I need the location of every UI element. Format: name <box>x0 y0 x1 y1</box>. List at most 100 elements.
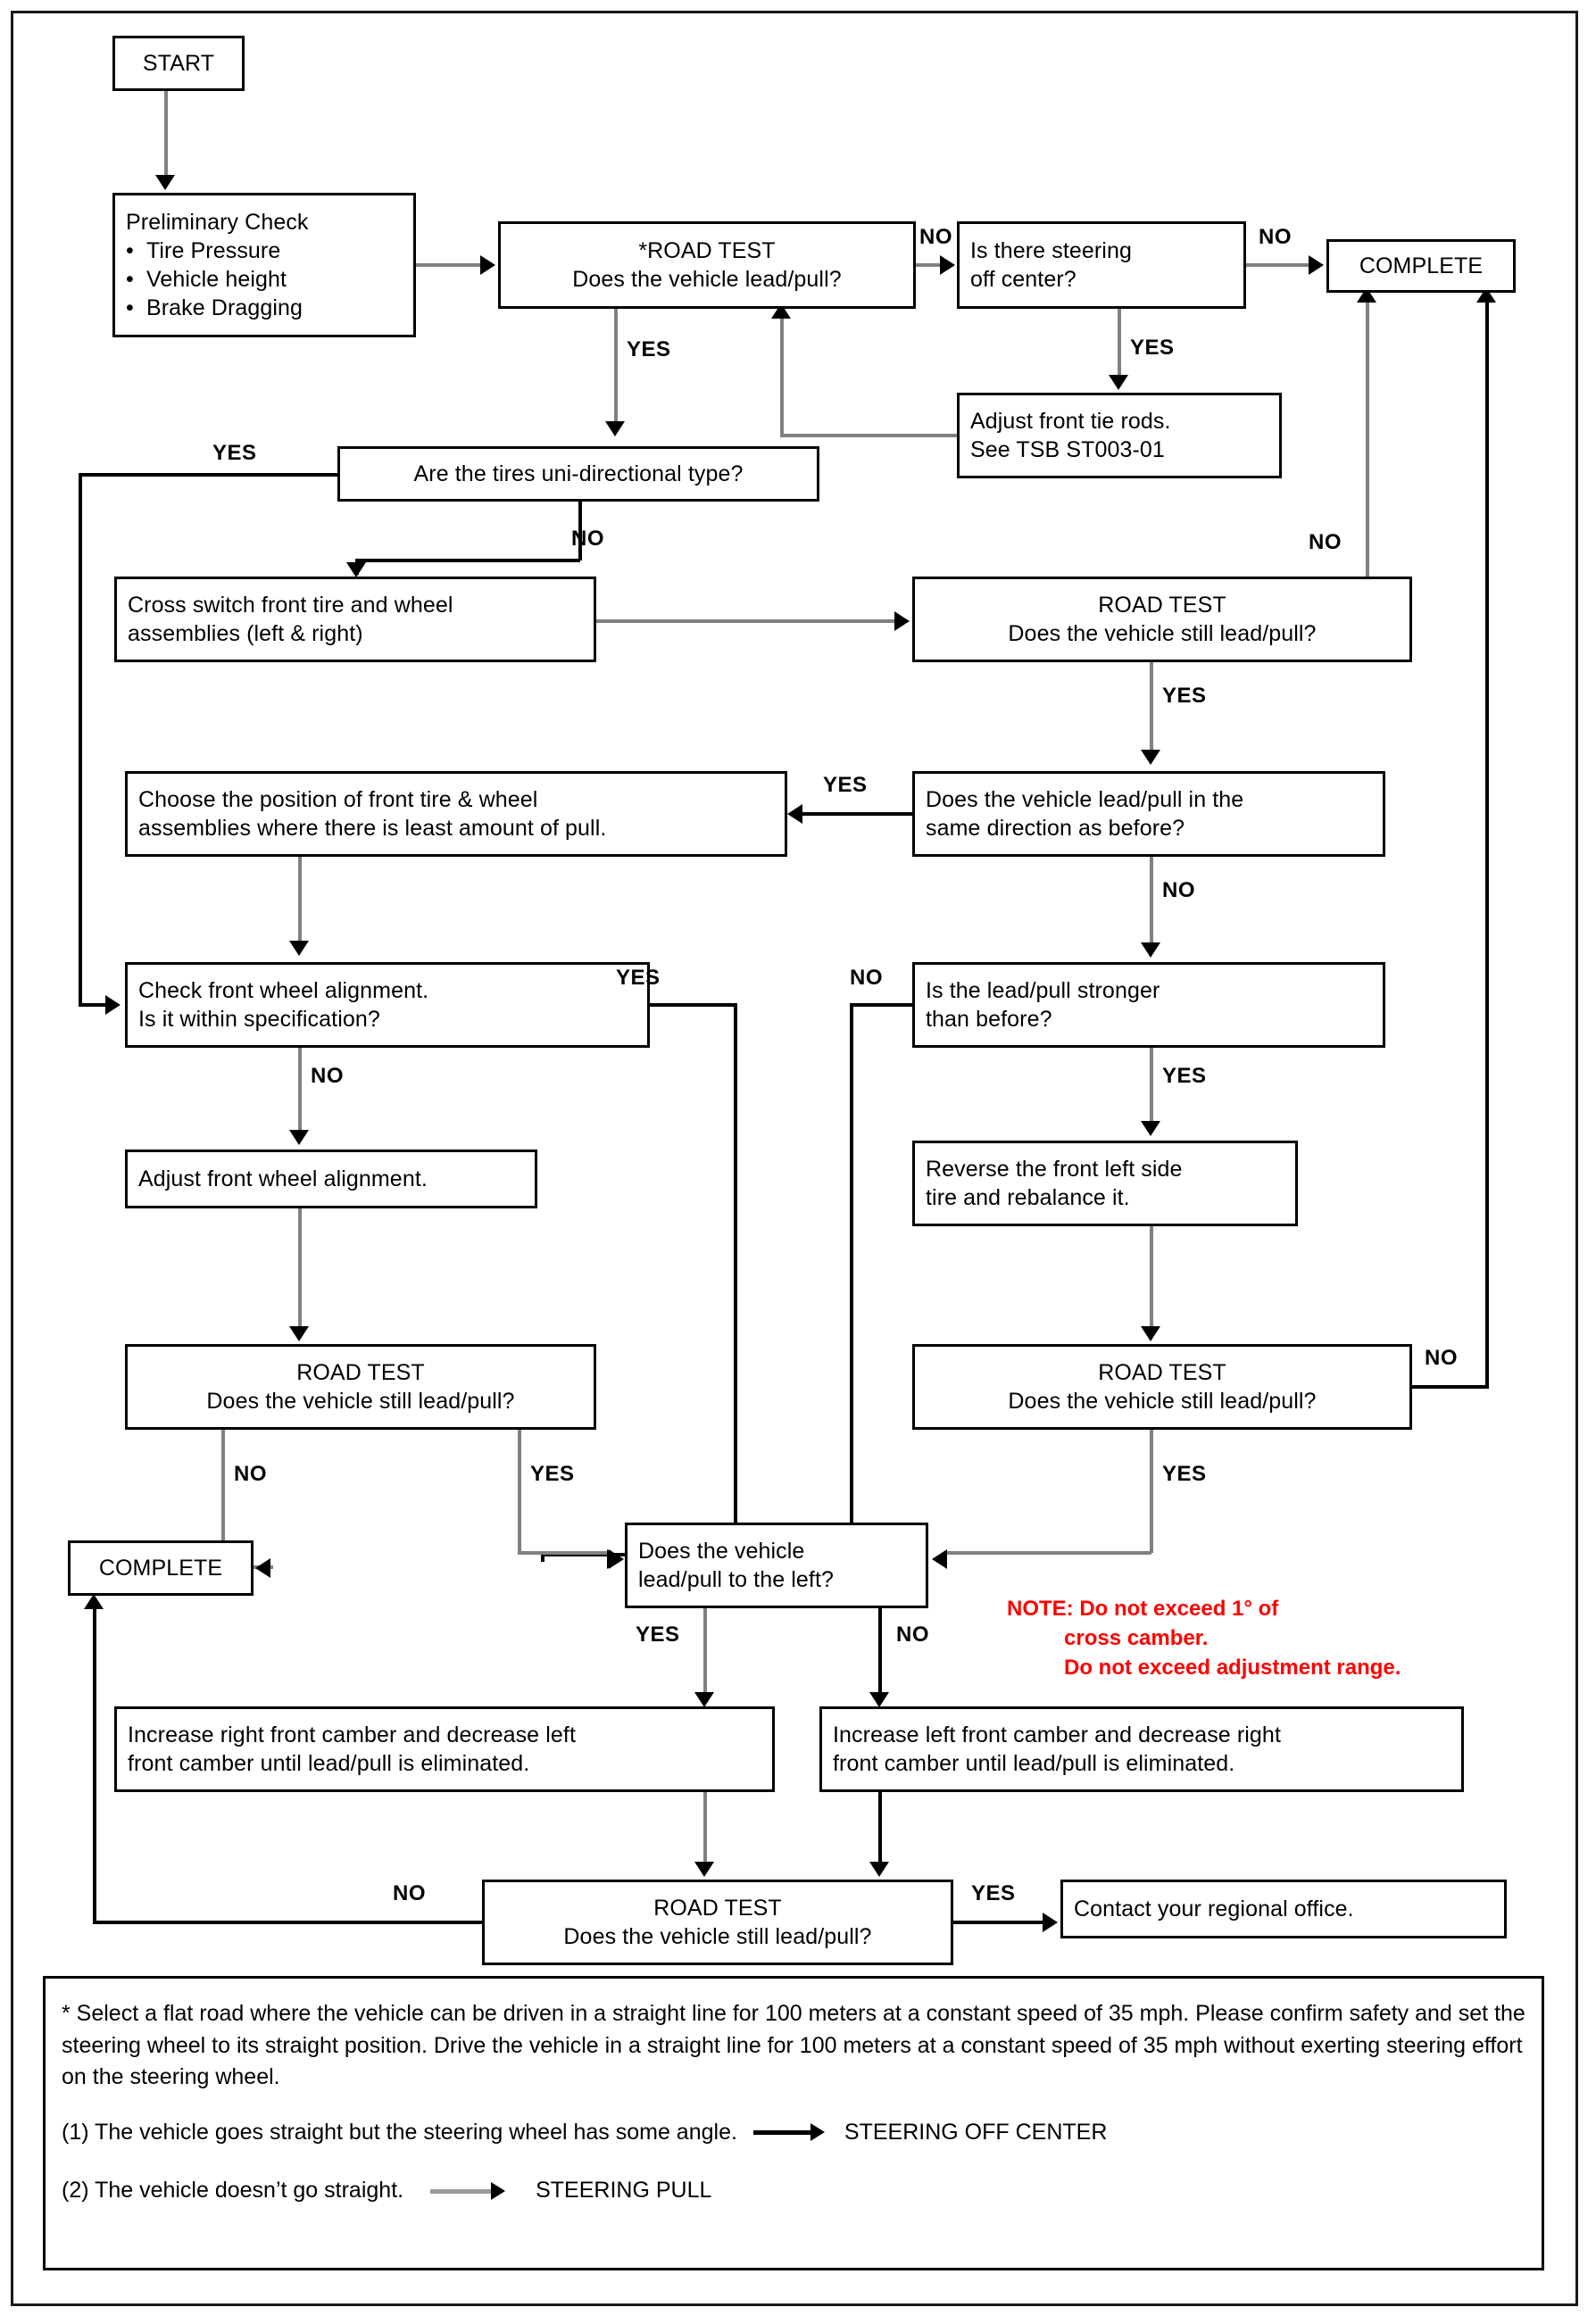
road-test-4-line-1: ROAD TEST <box>1098 1360 1226 1385</box>
arrow-roadtest2-yes <box>1141 750 1160 765</box>
stronger-line-2: than before? <box>926 1007 1052 1032</box>
node-stronger-than-before: Is the lead/pull stronger than before? <box>912 962 1385 1048</box>
node-same-direction: Does the vehicle lead/pull in the same d… <box>912 771 1385 857</box>
arrow-roadtest5-yes <box>1043 1913 1058 1932</box>
edge-tierods-back-v <box>780 311 784 436</box>
footnote-item-1-text: (1) The vehicle goes straight but the st… <box>62 2119 737 2145</box>
arrow-unidir-yes <box>105 995 121 1015</box>
edge-label-roadtest3-no: NO <box>234 1462 267 1486</box>
same-direction-line-2: same direction as before? <box>926 816 1185 841</box>
edge-label-samedir-yes: YES <box>823 773 868 797</box>
road-test-3-line-2: Does the vehicle still lead/pull? <box>206 1389 515 1414</box>
note-camber-warning: NOTE: Do not exceed 1° of cross camber. … <box>1007 1594 1401 1682</box>
edge-steering-yes <box>1118 309 1121 378</box>
road-test-2-line-2: Does the vehicle still lead/pull? <box>1008 621 1317 646</box>
lead-pull-left-line-2: lead/pull to the left? <box>638 1567 835 1592</box>
node-road-test-2: ROAD TEST Does the vehicle still lead/pu… <box>912 577 1412 662</box>
edge-unidir-yes-in <box>79 1003 107 1007</box>
edge-roadtest2-no-v <box>1366 300 1369 578</box>
edge-camberleft-to-roadtest5 <box>878 1792 882 1863</box>
edge-roadtest5-yes-h <box>953 1921 1046 1924</box>
edge-roadtest1-no <box>916 263 943 267</box>
preliminary-check-item-2: Vehicle height <box>126 265 287 294</box>
edge-roadtest4-yes-h <box>944 1551 1151 1555</box>
edge-samedir-no <box>1150 857 1153 946</box>
complete-bottom-label: COMPLETE <box>98 1556 223 1581</box>
preliminary-check-item-3: Brake Dragging <box>126 294 303 322</box>
edge-roadtest2-yes <box>1150 662 1153 751</box>
node-road-test-4: ROAD TEST Does the vehicle still lead/pu… <box>912 1344 1412 1430</box>
camber-left-line-1: Increase left front camber and decrease … <box>833 1722 1281 1747</box>
complete-top-label: COMPLETE <box>1359 253 1484 278</box>
edge-choosepos-to-checkalign <box>298 857 302 944</box>
preliminary-check-title: Preliminary Check <box>126 210 309 235</box>
footnote-item-2: (2) The vehicle doesn’t go straight. STE… <box>62 2175 1525 2207</box>
arrow-adjustalign-to-roadtest3 <box>289 1326 309 1341</box>
arrow-preliminary-to-roadtest1 <box>480 255 495 275</box>
edge-preliminary-to-roadtest1 <box>416 263 484 267</box>
edge-label-roadtest1-no: NO <box>919 225 952 249</box>
arrow-roadtest5-no <box>84 1594 104 1609</box>
node-road-test-5: ROAD TEST Does the vehicle still lead/pu… <box>482 1880 953 1965</box>
edge-camberright-to-roadtest5 <box>703 1792 707 1863</box>
arrow-choosepos-to-checkalign <box>289 941 309 956</box>
arrow-crossswitch-to-roadtest2 <box>894 611 910 631</box>
preliminary-check-item-1: Tire Pressure <box>126 237 280 265</box>
edge-tierods-back-h <box>780 434 959 437</box>
footnote-item-2-result: STEERING PULL <box>536 2178 712 2203</box>
road-test-5-line-1: ROAD TEST <box>653 1896 782 1921</box>
road-test-5-line-2: Does the vehicle still lead/pull? <box>563 1924 872 1949</box>
edge-crossswitch-to-roadtest2 <box>596 619 898 623</box>
uni-directional-label: Are the tires uni-directional type? <box>413 461 744 486</box>
node-adjust-tie-rods: Adjust front tie rods. See TSB ST003-01 <box>957 393 1282 478</box>
edge-label-roadtest2-no: NO <box>1309 530 1342 554</box>
check-alignment-line-2: Is it within specification? <box>138 1007 380 1032</box>
edge-label-checkalign-yes: YES <box>616 966 661 990</box>
road-test-1-line-2: Does the vehicle lead/pull? <box>572 267 842 292</box>
edge-label-steering-no: NO <box>1259 225 1292 249</box>
edge-label-roadtest2-yes: YES <box>1162 684 1207 708</box>
arrow-reverse-to-roadtest4 <box>1141 1326 1160 1341</box>
node-road-test-3: ROAD TEST Does the vehicle still lead/pu… <box>125 1344 596 1430</box>
edge-roadtest3-no-v <box>221 1430 225 1567</box>
node-camber-increase-right: Increase right front camber and decrease… <box>114 1706 775 1792</box>
edge-roadtest4-no-v <box>1485 300 1489 1387</box>
footnote-item-1-result: STEERING OFF CENTER <box>844 2119 1108 2145</box>
edge-stronger-no-h <box>850 1003 916 1007</box>
node-steering-off-center: Is there steering off center? <box>957 221 1246 309</box>
arrow-roadtest4-yes <box>932 1549 947 1569</box>
adjust-tie-rods-line-2: See TSB ST003-01 <box>970 437 1165 462</box>
node-adjust-alignment: Adjust front wheel alignment. <box>125 1150 537 1208</box>
node-preliminary-check: Preliminary Check Tire Pressure Vehicle … <box>112 193 416 337</box>
check-alignment-line-1: Check front wheel alignment. <box>138 978 429 1003</box>
footnote-item-1: (1) The vehicle goes straight but the st… <box>62 2117 1525 2149</box>
footnote-item-2-text: (2) The vehicle doesn’t go straight. <box>62 2178 404 2203</box>
reverse-tire-line-2: tire and rebalance it. <box>926 1185 1130 1210</box>
edge-roadtest3-yes-v <box>518 1430 521 1553</box>
arrow-camberleft-to-roadtest5 <box>869 1862 889 1877</box>
regional-office-label: Contact your regional office. <box>1074 1897 1354 1921</box>
same-direction-line-1: Does the vehicle lead/pull in the <box>926 787 1244 812</box>
footnote-panel: * Select a flat road where the vehicle c… <box>43 1976 1544 2270</box>
edge-start-to-preliminary <box>164 91 168 178</box>
edge-checkalign-yes-drop <box>541 1553 544 1562</box>
edge-label-roadtest1-yes: YES <box>627 337 671 361</box>
adjust-alignment-label: Adjust front wheel alignment. <box>138 1166 428 1191</box>
node-start: START <box>112 36 245 91</box>
cross-switch-line-1: Cross switch front tire and wheel <box>128 593 453 618</box>
road-test-3-line-1: ROAD TEST <box>296 1360 425 1385</box>
road-test-4-line-2: Does the vehicle still lead/pull? <box>1008 1389 1317 1414</box>
choose-position-line-1: Choose the position of front tire & whee… <box>138 787 538 812</box>
edge-label-roadtest5-yes: YES <box>971 1881 1016 1905</box>
node-complete-top: COMPLETE <box>1326 239 1516 293</box>
node-uni-directional: Are the tires uni-directional type? <box>337 446 819 502</box>
edge-unidir-yes-h <box>79 473 339 477</box>
stronger-line-1: Is the lead/pull stronger <box>926 978 1160 1003</box>
node-camber-increase-left: Increase left front camber and decrease … <box>819 1706 1464 1792</box>
edge-roadtest5-no-h <box>93 1921 486 1924</box>
edge-label-stronger-no: NO <box>850 966 883 990</box>
arrow-samedir-no <box>1141 942 1160 958</box>
edge-steering-no <box>1246 263 1312 267</box>
camber-right-line-1: Increase right front camber and decrease… <box>128 1722 576 1747</box>
node-regional-office: Contact your regional office. <box>1060 1880 1507 1938</box>
